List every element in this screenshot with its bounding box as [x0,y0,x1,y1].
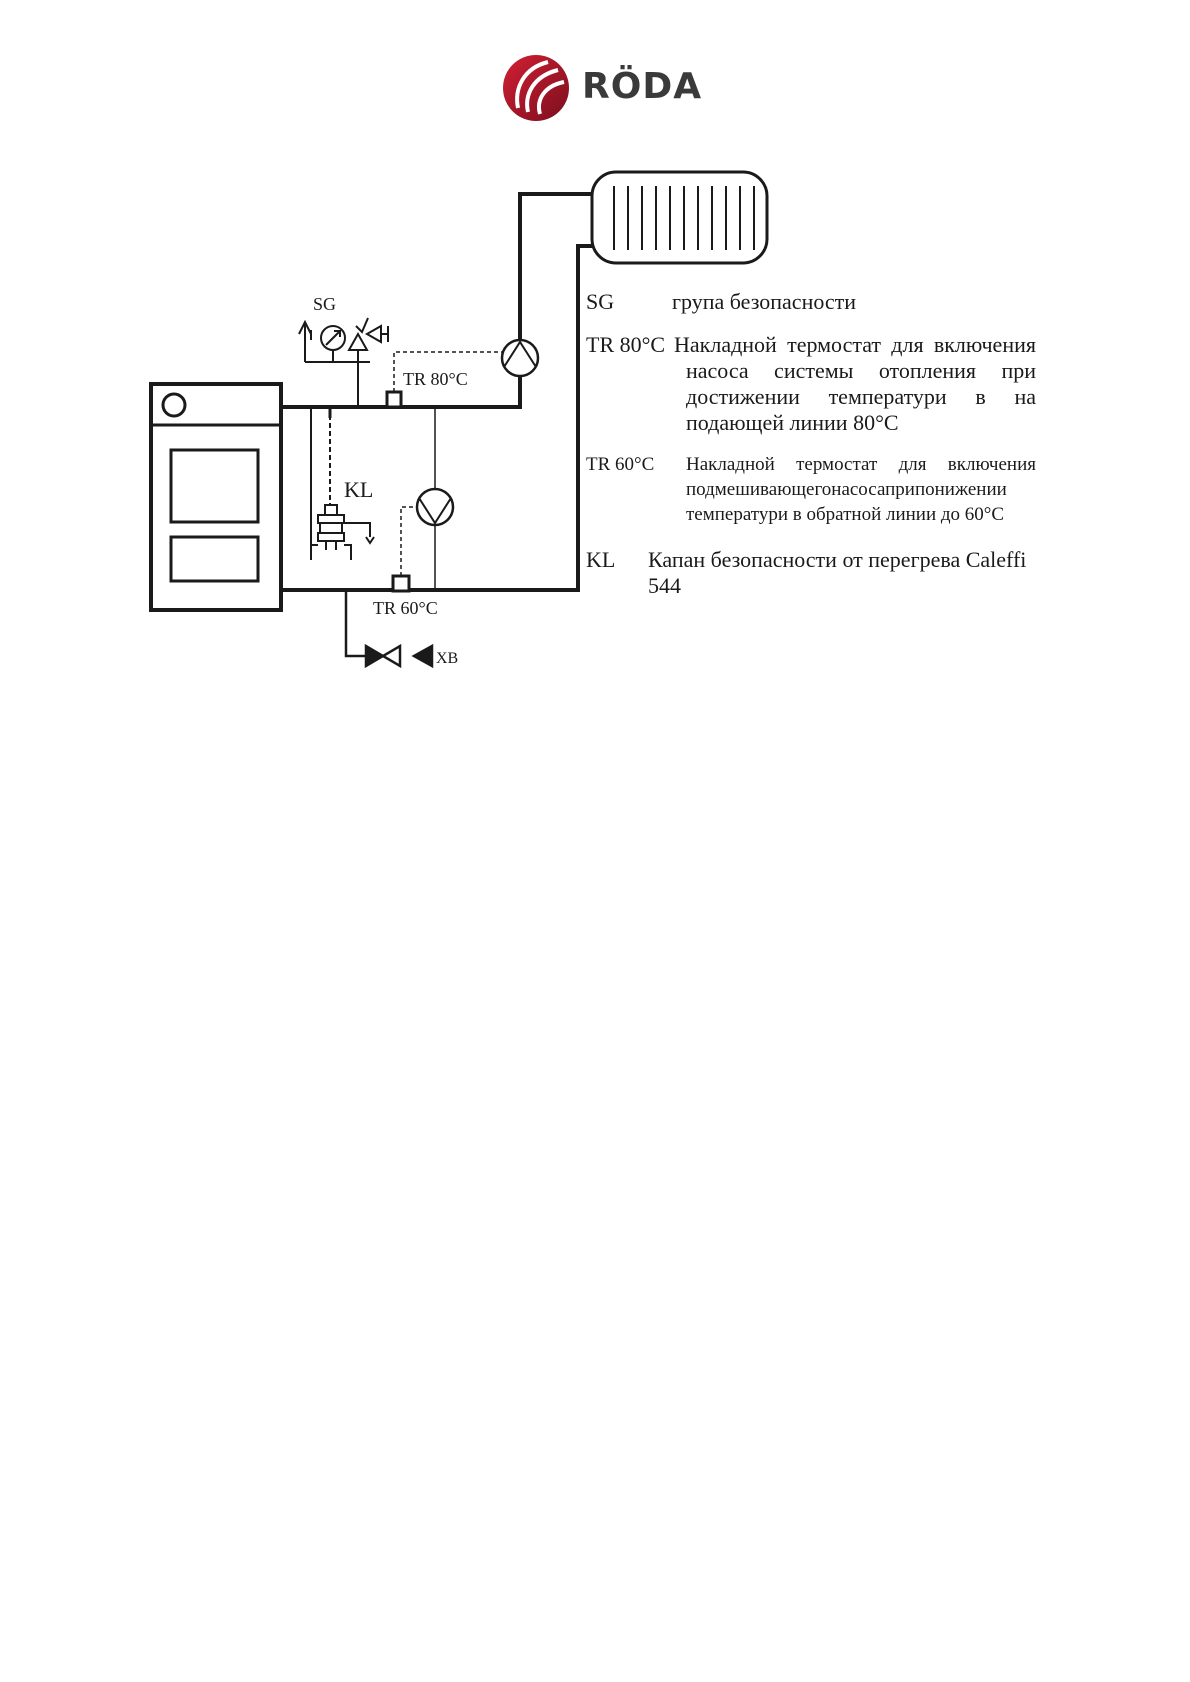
kl-label: KL [344,477,373,502]
legend-item-tr60: TR 60°C Накладной термостат для включени… [586,452,1046,532]
xb-label: ХВ [436,650,458,667]
safety-group [298,317,389,407]
heating-pump [500,338,540,378]
legend-text: Капан безопасности от перегрева Caleffi … [648,547,1027,598]
tr60-label: TR 60°C [373,598,438,618]
roda-logo: RÖDA [500,52,703,124]
roda-logo-mark-icon [503,55,569,121]
legend-item-tr80: TR 80°C Накладной термостат для включени… [586,332,1046,442]
legend-text: група безопасности [672,289,857,314]
tr60-sensor [391,574,411,593]
legend-code: TR 80°C [586,332,666,357]
legend-item-kl: KL Капан безопасности от перегрева Calef… [586,547,1046,607]
heating-scheme: SG TR 80°C KL TR 60°C ХВ [149,170,769,669]
boiler [149,382,283,612]
legend-code: TR 60°C [586,454,655,475]
tr60-signal-line [400,506,417,576]
return-pipe [281,244,592,592]
mixing-pump [415,487,455,527]
tr80-signal-line [393,351,502,392]
legend-text: Накладной термостат для включения насоса… [674,332,1036,435]
legend-item-sg: SG група безопасности [586,289,1046,319]
sg-label: SG [313,294,336,314]
cold-water-supply [344,590,434,669]
brand-name: RÖDA [582,66,703,107]
legend-code: KL [586,547,616,572]
kl-valve [310,407,375,560]
tr80-label: TR 80°C [403,369,468,389]
radiator [590,170,769,265]
legend-code: SG [586,289,615,314]
legend-text: Накладной термостат для включения подмеш… [686,454,1036,525]
tr80-sensor [385,390,403,409]
